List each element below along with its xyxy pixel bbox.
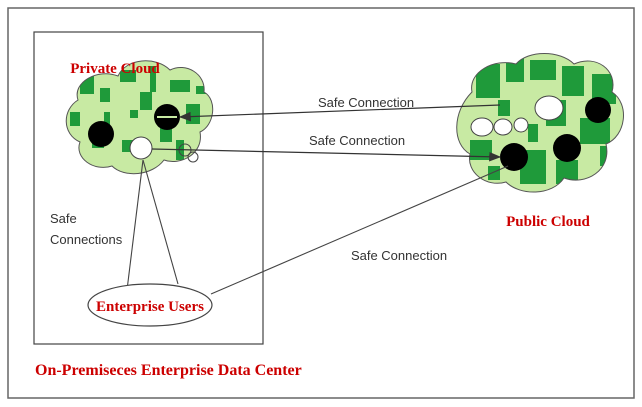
connection-label-users-to-public: Safe Connection [351,248,447,263]
connection-private-to-public [151,148,502,162]
data-center-box [33,31,264,345]
enterprise-users-label: Enterprise Users [96,299,204,315]
public-node-2 [553,134,581,162]
private-node-3 [129,136,153,160]
public-cloud-pattern [470,58,616,184]
connection-public-to-private [178,104,501,122]
connection-label-users-to-private-line2: Connections [50,232,123,247]
private-node-1 [88,121,114,147]
private-cloud: Private Cloud [65,60,214,175]
data-center-label: On-Premiseces Enterprise Data Center [35,362,302,379]
private-cloud-label: Private Cloud [70,61,160,77]
enterprise-users-ellipse [87,283,213,327]
connection-label-public-to-private: Safe Connection [318,95,414,110]
enterprise-users: Enterprise Users [87,283,213,327]
connection-label-users-to-private-line1: Safe [50,211,77,226]
public-cloud-label: Public Cloud [506,214,590,230]
connection-users-to-public [210,165,509,295]
public-node-1 [585,97,611,123]
connection-users-to-private-left [126,159,144,291]
connection-users-to-private-right [142,159,179,285]
connection-label-private-to-public: Safe Connection [309,133,405,148]
public-node-3 [500,143,528,171]
